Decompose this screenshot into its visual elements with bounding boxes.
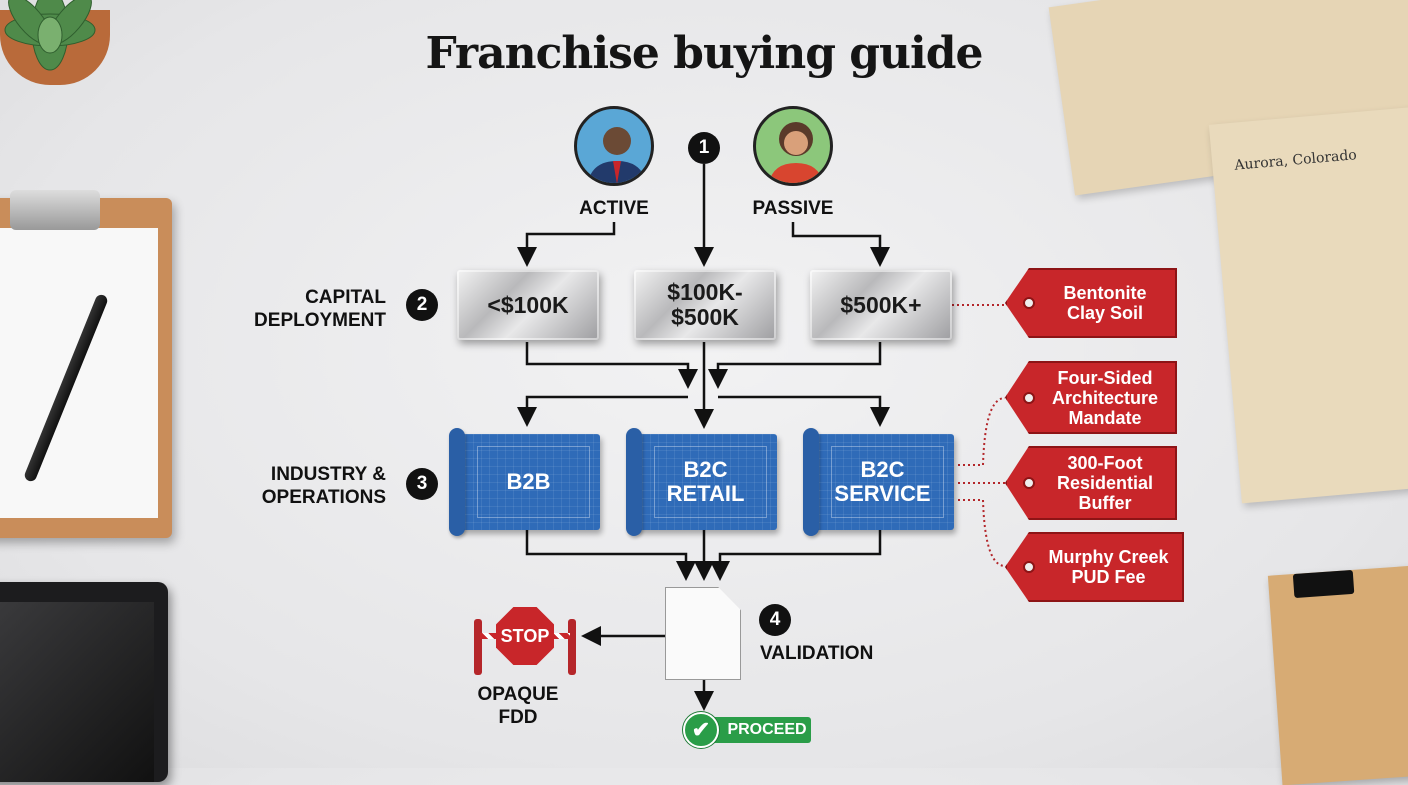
tag-line: Murphy Creek	[1048, 547, 1169, 567]
plant-decoration	[0, 0, 120, 100]
capital-option-100k-500k[interactable]: $100K-$500K	[634, 270, 776, 340]
step-4-badge: 4	[759, 604, 791, 636]
label-line: DEPLOYMENT	[254, 310, 386, 331]
page-title: Franchise buying guide	[425, 28, 983, 79]
connector	[718, 395, 890, 427]
flow-connectors	[517, 164, 1006, 711]
label-line: FDD	[498, 707, 538, 728]
clipboard-decoration	[0, 190, 172, 538]
capital-option-under-100k[interactable]: <$100K	[457, 270, 599, 340]
tag-line: Mandate	[1068, 407, 1142, 428]
passive-avatar	[753, 106, 833, 186]
tag-line: Residential	[1056, 473, 1154, 493]
industry-option-b2b[interactable]: B2B	[449, 428, 600, 536]
connector	[525, 530, 696, 581]
tag-line: PUD Fee	[1071, 567, 1146, 587]
label-line: INDUSTRY &	[270, 464, 386, 485]
option-text: B2B	[506, 469, 551, 494]
option-text: $500K+	[840, 291, 922, 318]
capital-deployment-label: CAPITAL DEPLOYMENT	[200, 286, 386, 332]
tag-line: Buffer	[1078, 493, 1132, 513]
step-3-badge: 3	[406, 468, 438, 500]
active-avatar	[574, 106, 654, 186]
option-text: B2C	[683, 457, 728, 482]
proceed-badge[interactable]: PROCEED ✔	[683, 712, 811, 748]
connector	[708, 342, 882, 389]
tag-line: Clay Soil	[1066, 303, 1144, 323]
step-1-badge: 1	[688, 132, 720, 164]
tag-line: Four-Sided	[1057, 367, 1153, 388]
tag-line: Architecture	[1051, 387, 1159, 408]
option-text: B2C	[860, 457, 905, 482]
passive-label: PASSIVE	[752, 198, 834, 219]
tablet-decoration	[0, 582, 168, 782]
industry-operations-label: INDUSTRY & OPERATIONS	[200, 463, 386, 509]
label-line: OPAQUE	[477, 684, 559, 705]
stop-barrier-icon: STOP	[472, 605, 578, 675]
capital-option-500k-plus[interactable]: $500K+	[810, 270, 952, 340]
proceed-label: PROCEED	[709, 717, 811, 743]
active-label: ACTIVE	[579, 198, 649, 219]
connector	[517, 222, 616, 267]
option-text: $500K	[671, 304, 739, 330]
connector	[525, 342, 698, 389]
option-text: $100K-	[667, 279, 743, 305]
connector	[791, 222, 890, 267]
option-text: RETAIL	[666, 481, 745, 506]
checkmark-icon: ✔	[683, 712, 719, 748]
option-text: <$100K	[487, 291, 569, 318]
tag-line: Bentonite	[1063, 283, 1147, 303]
label-line: CAPITAL	[305, 287, 386, 308]
stop-sign: STOP	[496, 607, 554, 665]
connector	[710, 530, 882, 581]
option-text: SERVICE	[834, 481, 931, 506]
connector	[517, 395, 688, 427]
label-line: OPERATIONS	[261, 487, 386, 508]
step-2-badge: 2	[406, 289, 438, 321]
tag-line: 300-Foot	[1067, 453, 1143, 473]
validation-label: VALIDATION	[760, 643, 874, 664]
document-icon	[665, 587, 741, 680]
opaque-fdd-label: OPAQUE FDD	[458, 683, 578, 729]
